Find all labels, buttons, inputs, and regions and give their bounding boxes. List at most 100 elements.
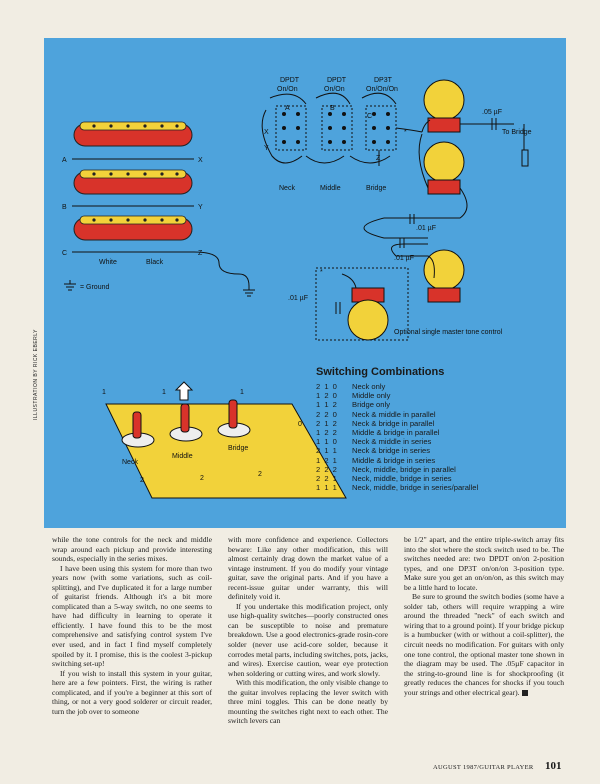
switching-code: 1 1 2 — [316, 400, 338, 410]
switching-description: Neck & bridge in series — [352, 446, 431, 456]
switching-row: 1 1 0 Neck & middle in series — [316, 437, 564, 446]
switching-description: Neck, middle, bridge in series — [352, 474, 452, 484]
switch-label-bridge: Bridge — [366, 185, 386, 192]
terminal-b: B — [330, 105, 335, 112]
terminal-z: Z — [376, 155, 381, 162]
terminal-y: Y — [264, 145, 269, 152]
switching-code: 2 1 0 — [316, 382, 338, 391]
switching-description: Middle only — [352, 391, 391, 401]
switching-description: Neck only — [352, 382, 386, 391]
panel-label-bridge: Bridge — [228, 445, 248, 452]
ground-legend-icon — [64, 280, 76, 291]
switching-row: 2 1 1 Neck & bridge in series — [316, 446, 564, 455]
paragraph: be 1/2" apart, and the entire triple-swi… — [404, 535, 564, 592]
cap-label-1: .05 µF — [482, 109, 502, 116]
paragraph: If you undertake this modification proje… — [228, 601, 388, 678]
panel-num-0: 0 — [298, 421, 302, 428]
wire-label-black: Black — [146, 259, 164, 266]
bridge-ground-icon — [521, 149, 529, 167]
pickup-letter-b: B — [62, 204, 67, 211]
paragraph: With this modification, the only visible… — [228, 678, 388, 726]
pickup-letter-z: Z — [198, 250, 203, 257]
cap-label-4: .01 µF — [288, 295, 308, 302]
paragraph-text: Be sure to ground the switch bodies (som… — [404, 592, 564, 697]
switch-mode-bridge: On/On/On — [366, 86, 398, 93]
switching-row: 2 2 2 Neck, middle, bridge in parallel — [316, 465, 564, 474]
pickup-neck — [73, 121, 193, 147]
panel-label-neck: Neck — [122, 459, 138, 466]
ground-icon — [243, 286, 255, 297]
optional-tone-box — [315, 267, 409, 341]
paragraph: with more confidence and experience. Col… — [228, 535, 388, 602]
terminal-c: C — [367, 113, 372, 120]
paragraph: I have been using this system for more t… — [52, 563, 212, 669]
switching-description: Middle & bridge in series — [352, 455, 436, 465]
switching-code: 1 1 0 — [316, 437, 338, 447]
cap-label-3: .01 µF — [394, 255, 414, 262]
pickup-wires — [72, 158, 250, 287]
toggle-neck — [121, 411, 155, 448]
switching-code: 1 2 1 — [316, 455, 338, 465]
switch-type-bridge: DP3T — [374, 77, 393, 84]
wiring-diagram-svg: A B C X Y Z White Black = Ground DPDT On… — [62, 77, 532, 499]
pot-master-tone — [347, 287, 389, 341]
pot-tone-2 — [423, 249, 465, 303]
paragraph: If you wish to install this system in yo… — [52, 668, 212, 716]
switching-description: Neck & middle in series — [352, 437, 432, 447]
article-column-2: with more confidence and experience. Col… — [228, 535, 388, 726]
cap-label-2: .01 µF — [416, 225, 436, 232]
switching-code: 1 2 0 — [316, 391, 338, 401]
asterisk-2: * — [320, 269, 323, 276]
ground-legend: = Ground — [80, 284, 109, 291]
switching-description: Neck, middle, bridge in parallel — [352, 464, 456, 474]
panel-num-2c: 2 — [258, 471, 262, 478]
switch-mode-middle: On/On — [324, 86, 345, 93]
switching-description: Neck & bridge in parallel — [352, 418, 435, 428]
switching-row: 2 1 0 Neck only — [316, 382, 564, 391]
panel-num-2a: 2 — [140, 477, 144, 484]
panel-label-middle: Middle — [172, 453, 193, 460]
pickup-letter-c: C — [62, 250, 67, 257]
illustration-credit: ILLUSTRATION BY RICK EBERLY — [33, 328, 39, 420]
panel-num-1b: 1 — [162, 389, 166, 396]
pickup-letter-a: A — [62, 157, 67, 164]
switching-row: 1 1 1 Neck, middle, bridge in series/para… — [316, 483, 564, 492]
to-bridge-label: To Bridge — [502, 129, 532, 136]
switching-code: 1 2 2 — [316, 428, 338, 438]
pickup-letter-x: X — [198, 157, 203, 164]
footer-publication: AUGUST 1987/GUITAR PLAYER — [433, 764, 534, 771]
switching-code: 2 1 2 — [316, 418, 338, 428]
switching-description: Middle & bridge in parallel — [352, 428, 440, 438]
switching-code: 2 2 2 — [316, 464, 338, 474]
switching-description: Neck & middle in parallel — [352, 409, 436, 419]
switching-row: 2 1 2 Neck & bridge in parallel — [316, 419, 564, 428]
panel-num-2b: 2 — [200, 475, 204, 482]
panel-num-1c: 1 — [240, 389, 244, 396]
switching-combinations-title: Switching Combinations — [316, 366, 445, 378]
switching-code: 2 1 1 — [316, 446, 338, 456]
terminal-a: A — [285, 105, 290, 112]
switching-description: Neck, middle, bridge in series/parallel — [352, 483, 479, 493]
toggle-bridge — [217, 399, 251, 438]
switching-row: 1 2 2 Middle & bridge in parallel — [316, 428, 564, 437]
pot-volume — [423, 79, 465, 133]
switching-row: 1 2 0 Middle only — [316, 391, 564, 400]
page-number: 101 — [545, 760, 562, 772]
switch-type-middle: DPDT — [327, 77, 347, 84]
switch-terminals — [282, 112, 390, 144]
switching-code: 1 1 1 — [316, 483, 338, 493]
pickup-middle — [73, 169, 193, 195]
terminal-x: X — [264, 129, 269, 136]
article-column-3: be 1/2" apart, and the entire triple-swi… — [404, 535, 564, 697]
wiring-illustration: A B C X Y Z White Black = Ground DPDT On… — [44, 38, 566, 528]
capacitor-symbols — [335, 118, 497, 314]
pickup-bridge — [73, 215, 193, 241]
toggle-middle — [169, 381, 203, 442]
switch-type-neck: DPDT — [280, 77, 300, 84]
panel-num-1a: 1 — [102, 389, 106, 396]
switching-row: 1 2 1 Middle & bridge in series — [316, 456, 564, 465]
